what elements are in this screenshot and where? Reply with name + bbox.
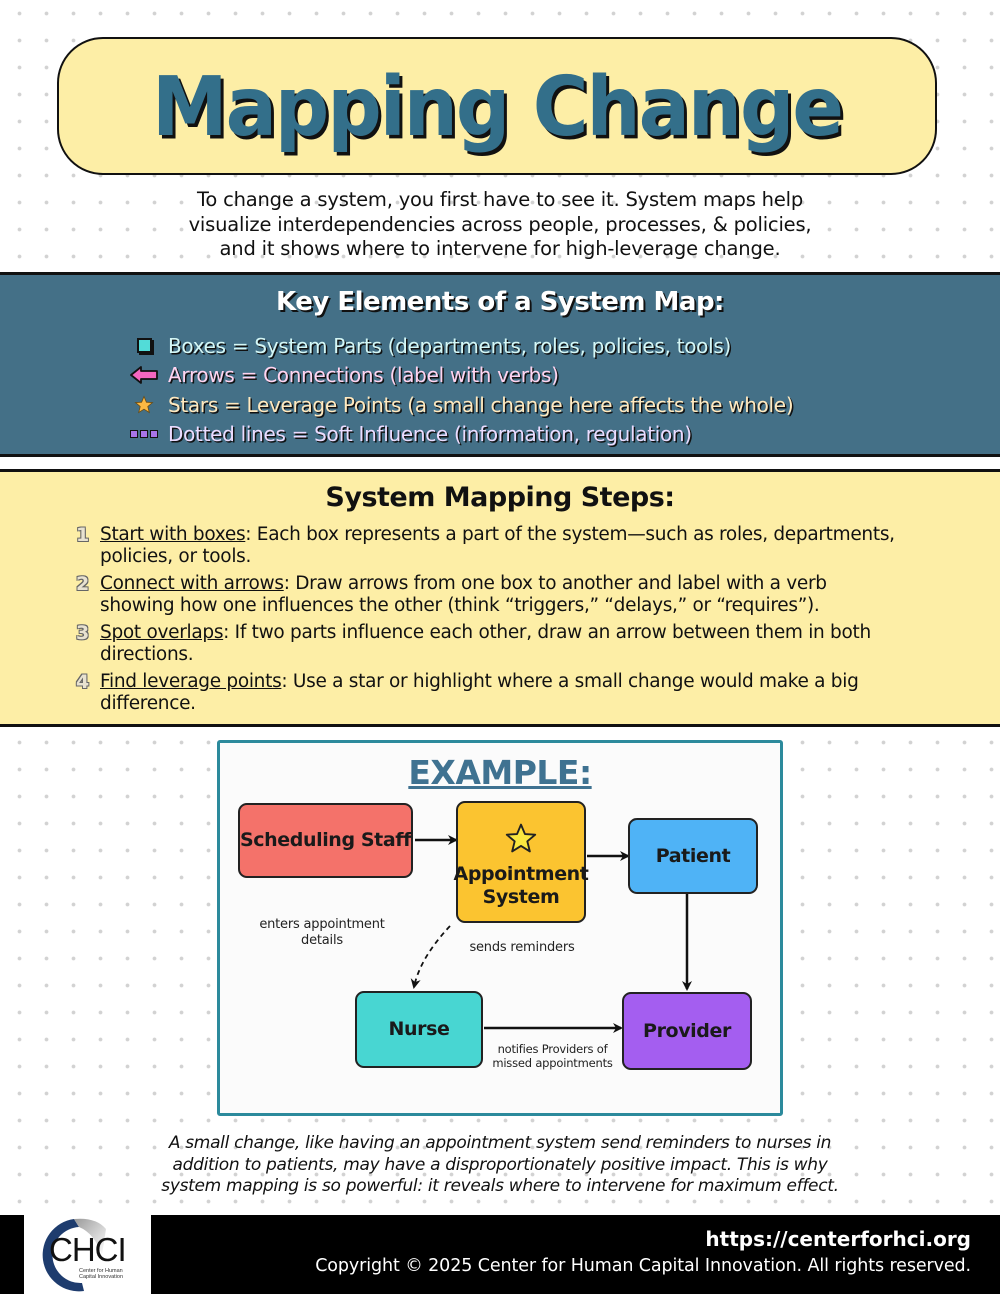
key-item-dotted-lines: Dotted lines = Soft Influence (informati… (128, 420, 793, 450)
node-appointment-system: Appointment System (453, 801, 589, 923)
step-number-icon: 2 (76, 573, 90, 595)
copyright-text: Copyright © 2025 Center for Human Capita… (315, 1256, 971, 1276)
step-item: 1 Start with boxes: Each box represents … (76, 524, 896, 567)
step-body: : If two parts influence each other, dra… (100, 622, 871, 665)
caption-line: system mapping is so powerful: it reveal… (161, 1176, 839, 1196)
step-body: : Each box represents a part of the syst… (100, 524, 895, 567)
intro-paragraph: To change a system, you first have to se… (100, 188, 900, 262)
key-item-label: Stars = Leverage Points (a small change … (168, 392, 794, 417)
example-title: EXAMPLE: (408, 753, 592, 792)
dashed-arrow-appointment-to-nurse (410, 925, 451, 989)
node-scheduling-staff: Scheduling Staff (238, 803, 413, 878)
key-item-label: Dotted lines = Soft Influence (informati… (168, 422, 692, 447)
node-patient: Patient (628, 818, 758, 894)
step-heading: Start with boxes (100, 524, 246, 545)
logo-text: CHCI (49, 1231, 127, 1268)
caption: A small change, like having an appointme… (120, 1133, 880, 1198)
node-label: Nurse (388, 1018, 450, 1040)
steps-list: 1 Start with boxes: Each box represents … (76, 524, 896, 720)
node-provider: Provider (622, 992, 752, 1070)
node-nurse: Nurse (355, 991, 483, 1068)
edge-label-line: sends reminders (469, 940, 575, 955)
key-elements-section: Key Elements of a System Map: Boxes = Sy… (0, 272, 1000, 457)
step-number-icon: 3 (76, 622, 90, 644)
edge-label-notifies: notifies Providers of missed appointment… (485, 1042, 620, 1070)
intro-line: visualize interdependencies across peopl… (188, 212, 812, 236)
node-label: Scheduling Staff (240, 829, 411, 851)
edge-label-line: notifies Providers of (497, 1042, 608, 1056)
key-item-label: Arrows = Connections (label with verbs) (168, 363, 559, 388)
edge-label-enters: enters appointment details (242, 917, 402, 949)
intro-line: To change a system, you first have to se… (196, 188, 804, 211)
step-item: 4 Find leverage points: Use a star or hi… (76, 671, 896, 714)
star-icon (128, 394, 160, 416)
logo-swoosh-icon (42, 1218, 106, 1292)
step-text: Find leverage points: Use a star or high… (100, 671, 896, 714)
box-icon (128, 335, 160, 357)
step-item: 3 Spot overlaps: If two parts influence … (76, 622, 896, 665)
caption-line: A small change, like having an appointme… (168, 1133, 832, 1153)
edge-label-sends: sends reminders (452, 940, 592, 956)
logo-subtitle: Center for Human Capital Innovation (79, 1268, 123, 1280)
node-label: Provider (643, 1019, 731, 1042)
page-title: Mapping Change (152, 57, 844, 155)
key-item-boxes: Boxes = System Parts (departments, roles… (128, 331, 793, 361)
step-text: Start with boxes: Each box represents a … (100, 524, 896, 567)
step-item: 2 Connect with arrows: Draw arrows from … (76, 573, 896, 616)
step-body: : Use a star or highlight where a small … (100, 671, 859, 714)
star-icon (505, 823, 537, 859)
logo-subtitle-line: Center for Human (79, 1268, 123, 1274)
caption-line: addition to patients, may have a disprop… (172, 1154, 828, 1175)
step-text: Spot overlaps: If two parts influence ea… (100, 622, 896, 665)
arrow-left-icon (128, 364, 160, 386)
node-label: System (482, 886, 560, 908)
edge-label-line: details (301, 933, 343, 948)
footer: CHCI Center for Human Capital Innovation… (0, 1215, 1000, 1294)
chci-logo: CHCI Center for Human Capital Innovation (24, 1215, 151, 1294)
example-diagram: EXAMPLE: Scheduling Staff Appointment Sy… (217, 740, 783, 1116)
intro-line: and it shows where to intervene for high… (219, 237, 781, 260)
step-body: : Draw arrows from one box to another an… (100, 573, 827, 616)
step-heading: Connect with arrows (100, 573, 284, 594)
website-link[interactable]: https://centerforhci.org (705, 1227, 971, 1251)
step-text: Connect with arrows: Draw arrows from on… (100, 573, 896, 616)
key-elements-list: Boxes = System Parts (departments, roles… (128, 331, 794, 450)
logo-subtitle-line: Capital Innovation (79, 1274, 124, 1280)
steps-section: System Mapping Steps: 1 Start with boxes… (0, 469, 1000, 727)
diagram-arrows (410, 835, 692, 1033)
step-number-icon: 1 (76, 524, 90, 546)
title-banner: Mapping Change (57, 37, 937, 175)
step-heading: Find leverage points (100, 671, 282, 692)
key-item-label: Boxes = System Parts (departments, roles… (168, 333, 731, 358)
key-elements-title: Key Elements of a System Map: (276, 287, 724, 317)
edge-label-line: missed appointments (492, 1056, 613, 1070)
steps-title: System Mapping Steps: (325, 482, 675, 513)
edge-label-line: enters appointment (259, 917, 385, 932)
node-label: Patient (655, 844, 731, 867)
dotted-line-icon (128, 423, 160, 445)
key-item-stars: Stars = Leverage Points (a small change … (128, 390, 794, 420)
step-number-icon: 4 (76, 671, 90, 693)
node-label: Appointment (453, 863, 589, 885)
key-item-arrows: Arrows = Connections (label with verbs) (128, 361, 793, 391)
step-heading: Spot overlaps (100, 622, 224, 643)
